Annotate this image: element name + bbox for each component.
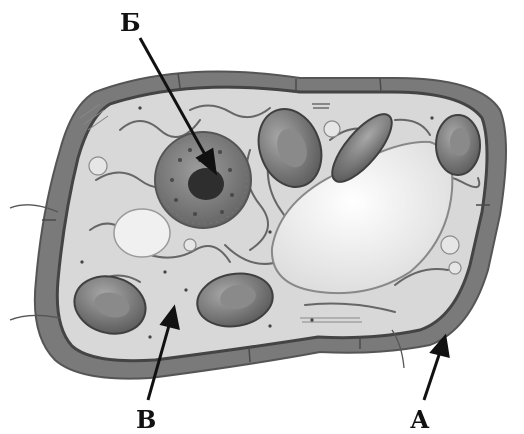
label-cell-wall: А: [410, 405, 430, 434]
arrow-cell-wall: [424, 352, 440, 400]
small-vacuole: [114, 209, 170, 257]
chloroplast: [436, 115, 480, 175]
label-nucleus: Б: [120, 8, 141, 37]
label-cytoplasm: В: [136, 405, 156, 434]
nucleus: [155, 132, 251, 228]
nucleolus: [188, 168, 224, 200]
